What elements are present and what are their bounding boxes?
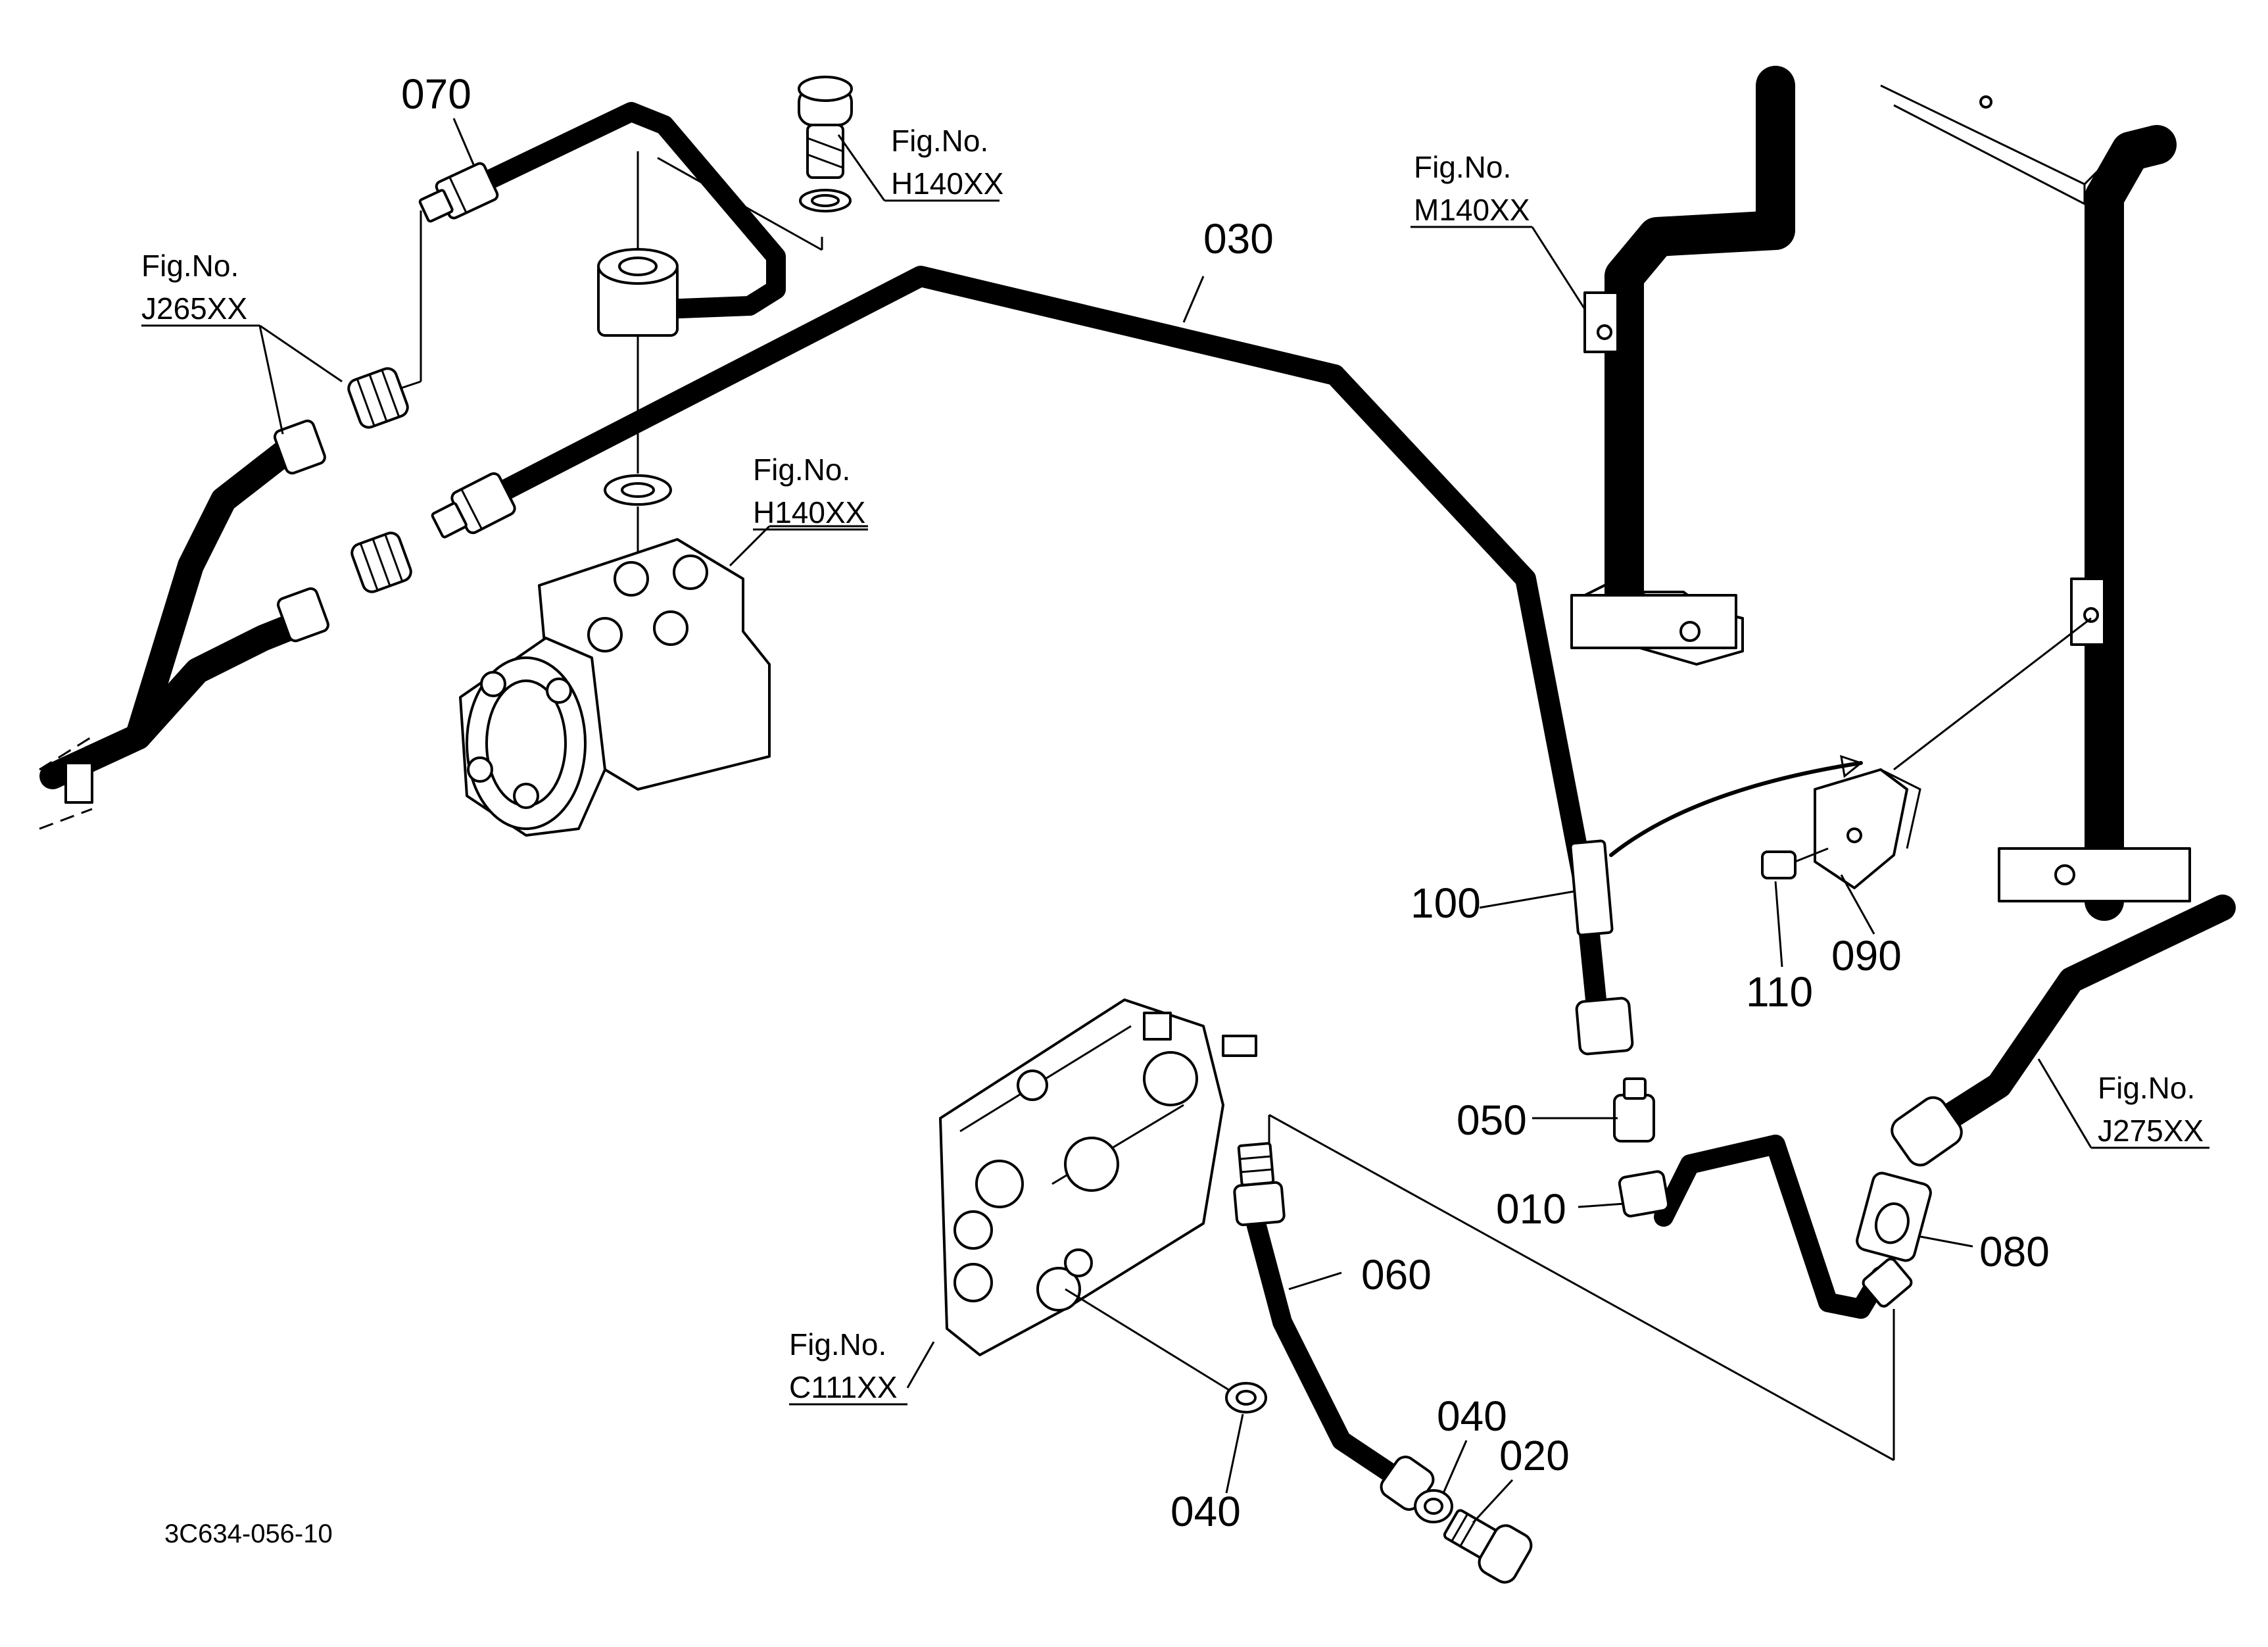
- label-040-right: 040: [1437, 1392, 1507, 1440]
- leader-lines: [452, 118, 1973, 1524]
- fig-ref-h140-mid: Fig.No. H140XX: [753, 453, 865, 529]
- svg-text:J265XX: J265XX: [141, 291, 247, 326]
- label-070: 070: [401, 70, 471, 118]
- left-hose-assembly: [39, 367, 412, 830]
- label-110: 110: [1746, 968, 1813, 1016]
- bolt-110: [1761, 847, 1829, 879]
- clamp-090: [1814, 768, 1921, 889]
- washer-mid: [604, 474, 672, 566]
- svg-text:H140XX: H140XX: [891, 166, 1003, 201]
- label-010: 010: [1496, 1185, 1566, 1233]
- svg-text:Fig.No.: Fig.No.: [789, 1327, 886, 1362]
- svg-text:M140XX: M140XX: [1414, 193, 1530, 227]
- label-050: 050: [1457, 1096, 1527, 1144]
- svg-text:H140XX: H140XX: [753, 495, 865, 529]
- label-100: 100: [1411, 879, 1481, 927]
- svg-text:C111XX: C111XX: [789, 1370, 898, 1404]
- banjo-bolt-020: [1443, 1509, 1533, 1584]
- label-060: 060: [1361, 1251, 1432, 1298]
- svg-text:Fig.No.: Fig.No.: [2098, 1071, 2195, 1105]
- label-080: 080: [1979, 1228, 2050, 1275]
- right-hose-assembly: [1891, 895, 2236, 1167]
- washer-040-left: [1225, 1382, 1267, 1413]
- label-090: 090: [1831, 932, 1902, 979]
- banjo-bolt-top: [798, 76, 886, 212]
- label-020: 020: [1499, 1432, 1570, 1479]
- control-valve: [906, 998, 1257, 1396]
- fig-ref-j275: Fig.No. J275XX: [2098, 1071, 2204, 1148]
- pipe-060: [1233, 1114, 1894, 1511]
- fig-ref-j265: Fig.No. J265XX: [141, 249, 247, 326]
- svg-text:Fig.No.: Fig.No.: [891, 124, 988, 158]
- fig-ref-c111: Fig.No. C111XX: [789, 1327, 898, 1404]
- pipe-010: [1618, 1135, 1913, 1460]
- fig-ref-m140: Fig.No. M140XX: [1414, 150, 1530, 227]
- svg-text:Fig.No.: Fig.No.: [141, 249, 239, 283]
- svg-text:Fig.No.: Fig.No.: [1414, 150, 1511, 184]
- svg-text:J275XX: J275XX: [2098, 1114, 2204, 1148]
- label-030: 030: [1203, 215, 1274, 262]
- pipe-070: [400, 102, 823, 474]
- document-number: 3C634-056-10: [164, 1519, 333, 1548]
- steering-unit: [459, 525, 868, 837]
- washer-040-right: [1414, 1489, 1453, 1523]
- fig-ref-h140-top: Fig.No. H140XX: [891, 124, 1003, 201]
- frame-structure: [1570, 66, 2191, 921]
- adapter-050: [1613, 1077, 1655, 1143]
- svg-text:Fig.No.: Fig.No.: [753, 453, 850, 487]
- pipe-030: [431, 266, 1634, 1056]
- elbow-080: [1856, 1171, 1932, 1262]
- fig-ref-leaders: [141, 199, 2209, 1406]
- label-040-left: 040: [1170, 1488, 1241, 1535]
